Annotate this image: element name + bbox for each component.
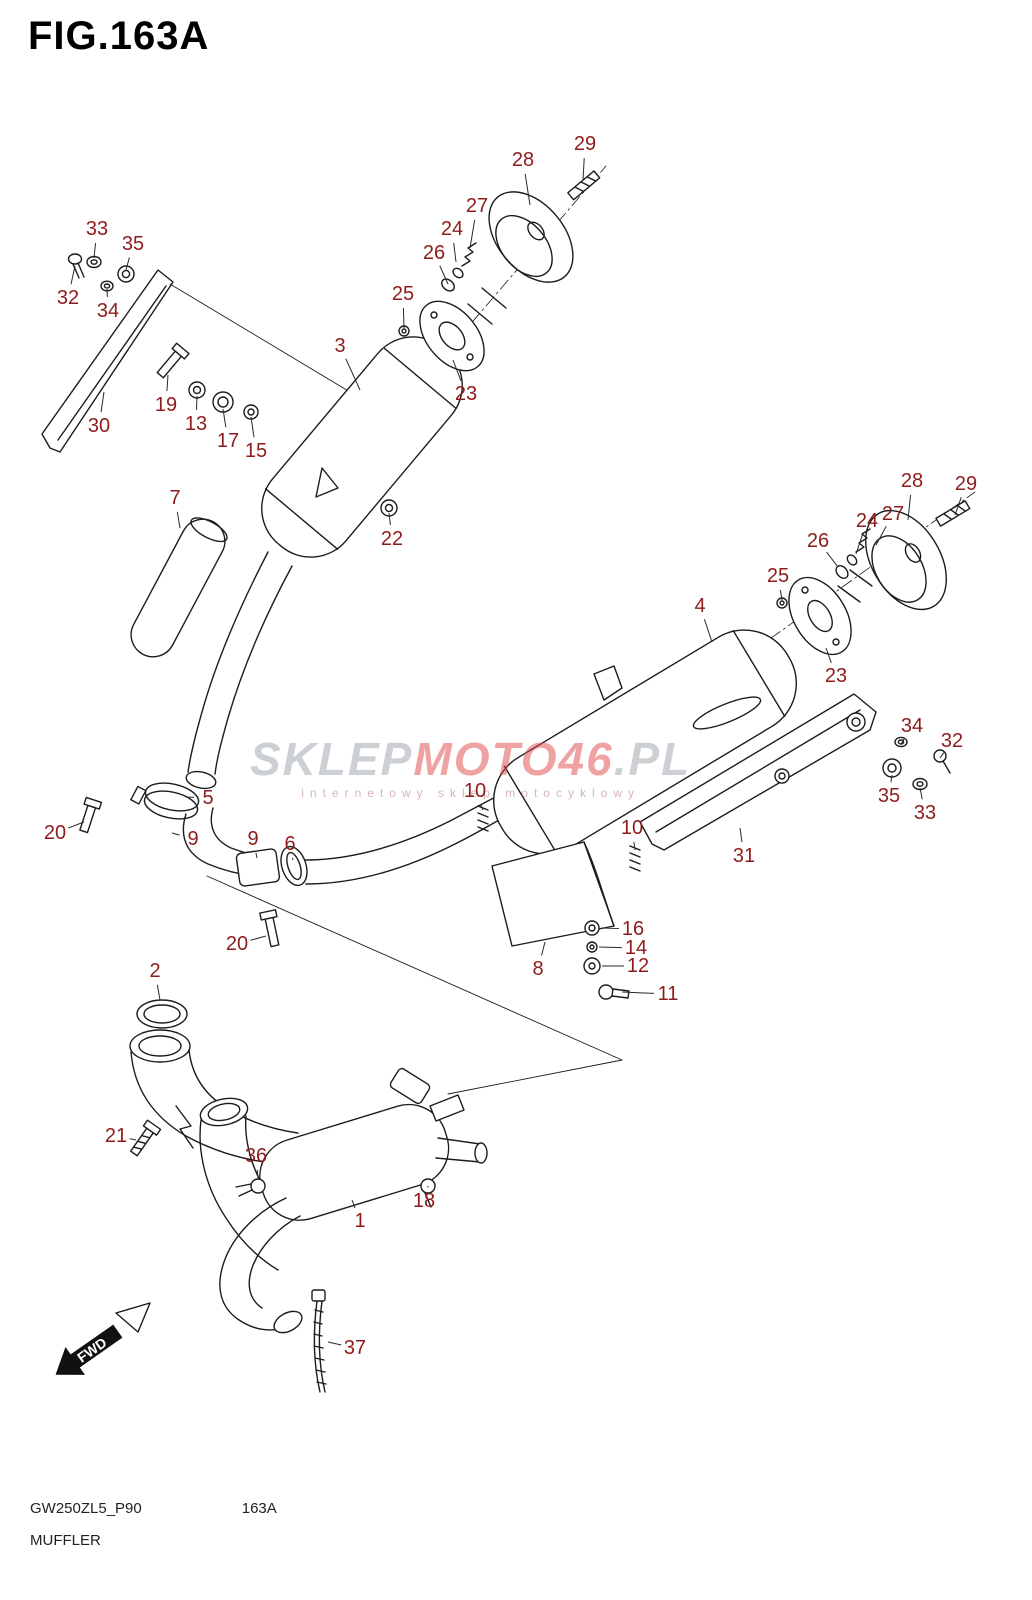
bolt-20a	[79, 796, 103, 834]
figure-number: 163A	[241, 1500, 277, 1517]
figure-title: FIG.163A	[28, 14, 210, 58]
part-label-6: 6	[284, 833, 296, 855]
part-label-14: 14	[624, 937, 648, 959]
muffler3-end-cap	[398, 170, 601, 372]
part-label-37: 37	[343, 1337, 367, 1359]
part-label-2: 2	[149, 960, 161, 982]
part-label-33: 33	[85, 218, 109, 240]
part-label-23: 23	[824, 665, 848, 687]
part-label-32: 32	[56, 287, 80, 309]
part-label-29: 29	[573, 133, 597, 155]
part-label-15: 15	[244, 440, 268, 462]
fwd-arrow: FWD	[55, 1324, 123, 1375]
muffler-rear-4	[492, 629, 798, 856]
part-label-5: 5	[202, 787, 214, 809]
part-label-7: 7	[169, 487, 181, 509]
part-label-1: 1	[354, 1210, 366, 1232]
part-label-8: 8	[532, 958, 544, 980]
stud-10b	[629, 845, 641, 872]
part-label-25: 25	[766, 565, 790, 587]
part-label-29: 29	[954, 473, 978, 495]
part-label-35: 35	[877, 785, 901, 807]
part-label-16: 16	[621, 918, 645, 940]
part-label-30: 30	[87, 415, 111, 437]
figure-caption: MUFFLER	[30, 1532, 101, 1549]
part-label-28: 28	[511, 149, 535, 171]
part-label-10: 10	[463, 780, 487, 802]
part-label-17: 17	[216, 430, 240, 452]
drawing-code: GW250ZL5_P90	[30, 1500, 142, 1517]
part-label-34: 34	[96, 300, 120, 322]
part-label-22: 22	[380, 528, 404, 550]
part-label-35: 35	[121, 233, 145, 255]
part-label-10: 10	[620, 817, 644, 839]
part-label-11: 11	[657, 983, 679, 1005]
part-label-26: 26	[806, 530, 830, 552]
cover-7	[130, 517, 228, 658]
part-label-31: 31	[732, 845, 756, 867]
fasteners-top-left	[67, 253, 135, 292]
part-label-26: 26	[422, 242, 446, 264]
part-label-24: 24	[855, 510, 879, 532]
part-label-32: 32	[940, 730, 964, 752]
part-label-9: 9	[187, 828, 199, 850]
rear-pipe	[130, 551, 507, 887]
part-label-27: 27	[881, 503, 905, 525]
front-pipe-assembly	[129, 999, 488, 1334]
part-label-12: 12	[626, 955, 650, 977]
part-label-36: 36	[244, 1145, 268, 1167]
part-label-28: 28	[900, 470, 924, 492]
part-label-19: 19	[154, 394, 178, 416]
part-label-23: 23	[454, 383, 478, 405]
cover-8	[491, 841, 615, 947]
footer: GW250ZL5_P90 163A MUFFLER	[30, 1500, 277, 1549]
part-label-25: 25	[391, 283, 415, 305]
part-label-20: 20	[43, 822, 67, 844]
part-label-34: 34	[900, 715, 924, 737]
part-label-18: 18	[412, 1190, 436, 1212]
cable-tie-37	[311, 1289, 327, 1393]
fwd-outline-arrow	[115, 1302, 151, 1333]
heat-shield-30	[41, 269, 174, 453]
washer-stack	[583, 920, 630, 1000]
part-label-20: 20	[225, 933, 249, 955]
muffler-rear-3	[261, 336, 463, 558]
part-label-33: 33	[913, 802, 937, 824]
part-label-21: 21	[104, 1125, 128, 1147]
part-label-27: 27	[465, 195, 489, 217]
part-label-4: 4	[694, 595, 706, 617]
part-label-13: 13	[184, 413, 208, 435]
bolt-20b	[259, 909, 280, 948]
part-label-24: 24	[440, 218, 464, 240]
part-label-9: 9	[247, 828, 259, 850]
heat-shield-31	[639, 693, 877, 851]
part-label-3: 3	[334, 335, 346, 357]
